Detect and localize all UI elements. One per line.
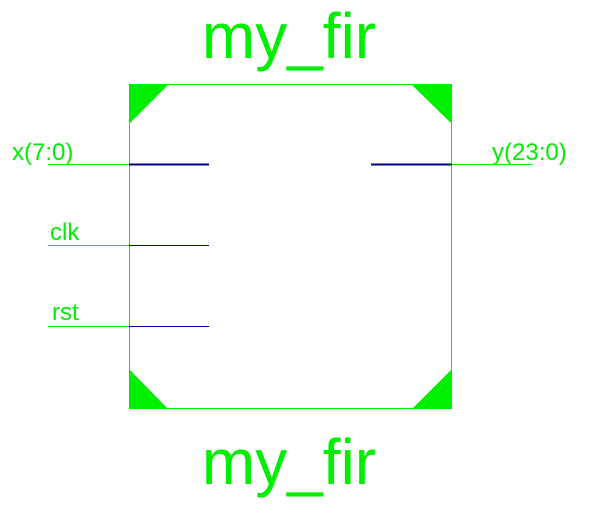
corner-marker-bottom-left xyxy=(129,369,168,409)
port-label-clk: clk xyxy=(50,219,80,246)
port-label-rst: rst xyxy=(52,299,79,326)
symbol-name-top: my_fir xyxy=(202,0,376,72)
port-label-x: x(7:0) xyxy=(12,139,73,166)
port-rst[interactable]: rst xyxy=(48,299,209,327)
corner-marker-top-left xyxy=(129,85,168,124)
symbol-body[interactable] xyxy=(129,84,452,409)
corner-marker-top-right xyxy=(412,85,452,124)
port-clk[interactable]: clk xyxy=(48,219,209,246)
port-x[interactable]: x(7:0) xyxy=(12,139,209,166)
port-y[interactable]: y(23:0) xyxy=(371,139,567,166)
port-label-y: y(23:0) xyxy=(492,139,567,166)
symbol-name-bottom: my_fir xyxy=(202,426,376,498)
corner-marker-bottom-right xyxy=(412,369,452,409)
